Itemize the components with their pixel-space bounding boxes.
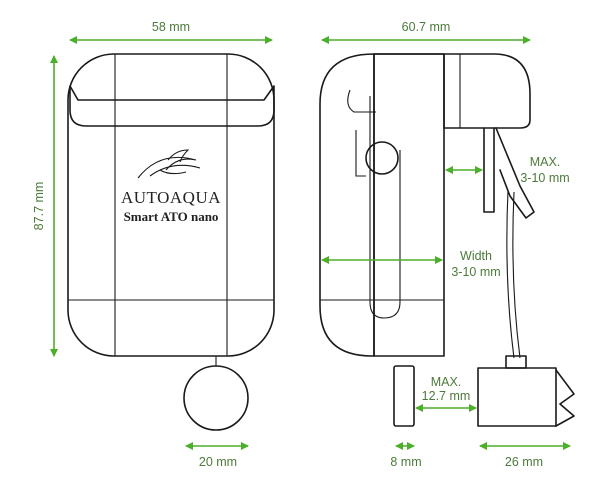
side-inner-slot <box>369 96 401 319</box>
sensor-tip <box>555 369 575 427</box>
label-sensor-gap: 12.7 mm <box>422 389 471 403</box>
side-view <box>319 53 575 427</box>
label-front-width: 58 mm <box>152 20 190 34</box>
label-sensor-width: 26 mm <box>505 455 543 469</box>
label-sensor-max: MAX. <box>431 375 462 389</box>
clamp-arm <box>483 127 495 213</box>
sensor-neck <box>505 355 527 369</box>
label-height: 87.7 mm <box>32 182 46 231</box>
sensor-head <box>477 367 557 427</box>
fish-logo-icon <box>137 149 201 179</box>
label-pad-thickness: 8 mm <box>390 455 421 469</box>
label-side-depth: 60.7 mm <box>402 20 451 34</box>
front-view: AUTOAQUA Smart ATO nano <box>67 53 275 431</box>
front-top-flap <box>69 85 275 127</box>
side-top-cap <box>373 53 531 129</box>
label-clamp-range: 3-10 mm <box>520 171 569 185</box>
front-body-outline <box>67 53 275 357</box>
magnet-pad <box>393 365 415 427</box>
dimension-lines <box>50 36 571 450</box>
brand-model: Smart ATO nano <box>124 209 219 224</box>
cable-2 <box>512 191 521 359</box>
side-clip <box>355 130 366 177</box>
brand-name: AUTOAQUA <box>121 188 221 207</box>
ball-sensor <box>183 365 249 431</box>
side-hook <box>347 89 376 113</box>
label-ball-diameter: 20 mm <box>199 455 237 469</box>
dimension-labels: 58 mm 60.7 mm 87.7 mm 20 mm MAX. 3-10 mm… <box>32 20 570 469</box>
label-width-range: 3-10 mm <box>451 265 500 279</box>
pivot-knob <box>365 141 399 175</box>
label-width: Width <box>460 249 492 263</box>
cable <box>506 189 515 359</box>
label-clamp-max: MAX. <box>530 155 561 169</box>
side-body-outline <box>319 53 375 357</box>
side-body-right <box>373 53 445 357</box>
